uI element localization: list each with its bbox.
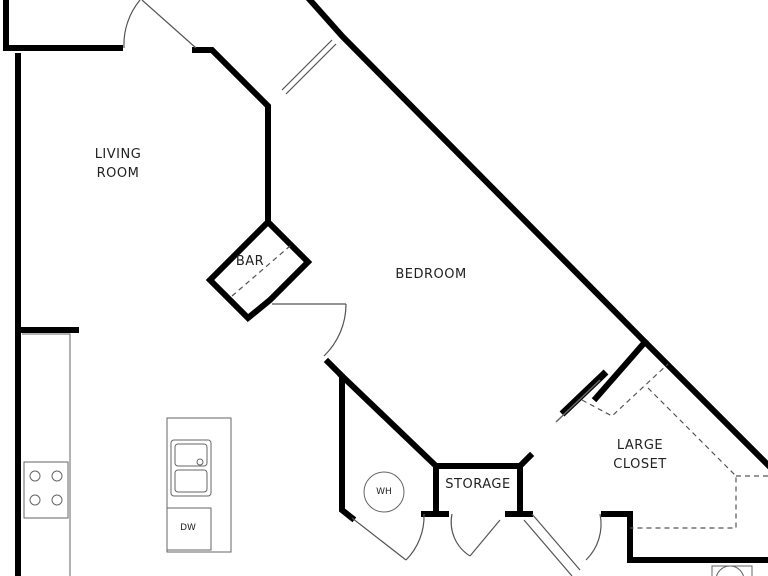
fixture-label-dishwasher: DW — [180, 523, 196, 533]
entry-opening-line-b — [285, 43, 337, 95]
room-label-storage: STORAGE — [445, 477, 511, 492]
room-label-bedroom: BEDROOM — [395, 267, 467, 282]
island-outline — [166, 417, 232, 553]
wh-door-leaf — [351, 517, 407, 561]
wall-living-bedroom — [192, 47, 271, 225]
bedroom-door-arc — [323, 303, 347, 357]
closet-sliding-door-track — [555, 379, 601, 423]
closet-sliding-door — [559, 369, 609, 417]
wall-bar — [205, 217, 313, 323]
sink-basin — [174, 469, 208, 493]
stove-burner — [29, 494, 41, 506]
bar-counter-dashed — [231, 245, 291, 297]
hall-door-arc — [585, 513, 602, 561]
wall-storage-notch — [515, 451, 535, 471]
closet-shelf-upper — [581, 363, 669, 417]
wall-top-left — [3, 0, 123, 51]
door-swings — [123, 0, 602, 576]
fixture-label-water-heater: WH — [376, 487, 392, 497]
wall-wh-left — [323, 357, 357, 523]
dashed-shelves — [231, 245, 768, 529]
wall-closet-divider — [591, 337, 650, 403]
storage-door-leaf — [469, 519, 501, 557]
walls — [3, 0, 768, 576]
sink-basin — [174, 443, 208, 467]
kitchen-counter — [22, 333, 71, 576]
dishwasher-box — [166, 507, 212, 551]
room-label-bar: BAR — [235, 254, 265, 269]
wall-diagonal-outer — [305, 0, 768, 470]
kitchen-island — [166, 417, 232, 553]
room-label-large-closet: LARGE CLOSET — [613, 438, 667, 472]
fixture-box — [711, 565, 753, 576]
wh-door-arc — [405, 513, 425, 561]
entry-opening-line-a — [281, 39, 333, 91]
stove-burner — [29, 470, 41, 482]
stove-burner — [51, 470, 63, 482]
stove — [23, 461, 69, 519]
kitchen-counter-edge — [22, 333, 71, 576]
room-label-living-room: LIVING ROOM — [94, 147, 142, 181]
wall-closet-bottom — [601, 511, 768, 563]
closet-shelf-lower — [630, 387, 737, 529]
faucet-icon — [196, 458, 204, 466]
top-door-leaf — [141, 0, 197, 49]
hall-opening-line-a — [523, 519, 573, 576]
storage-door-arc — [450, 513, 471, 557]
water-heater-circle — [363, 471, 405, 513]
sink-outer — [170, 439, 212, 497]
stove-burner — [51, 494, 63, 506]
fixture-circle — [716, 565, 744, 576]
top-door-arc — [123, 0, 141, 49]
hall-opening-line-b — [531, 513, 581, 571]
